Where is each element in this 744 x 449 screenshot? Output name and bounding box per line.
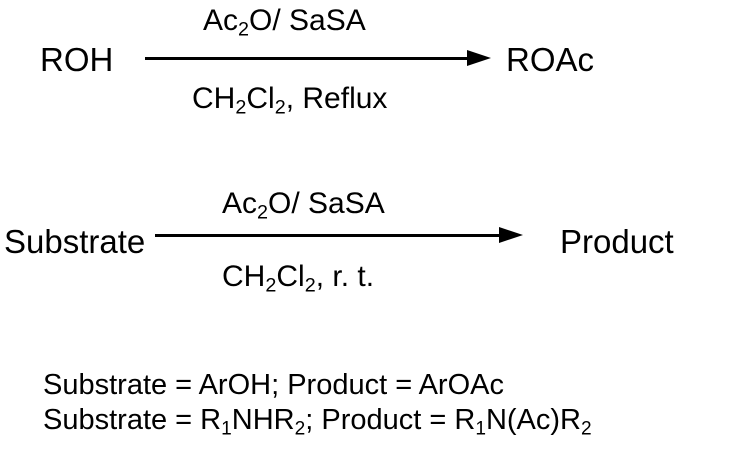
note-line-amine: Substrate = R1NHR2; Product = R1N(Ac)R2 bbox=[43, 404, 592, 440]
scheme1-product: ROAc bbox=[506, 41, 595, 78]
scheme2-conditions: CH2Cl2, r. t. bbox=[222, 260, 375, 297]
scheme1-reaction-arrow bbox=[145, 50, 491, 66]
scheme1-reactant: ROH bbox=[40, 41, 114, 78]
scheme1-conditions: CH2Cl2, Reflux bbox=[192, 82, 388, 119]
scheme1-reagent: Ac2O/ SaSA bbox=[203, 4, 366, 41]
scheme2-reaction-arrow bbox=[155, 227, 523, 243]
scheme2-product: Product bbox=[560, 223, 674, 260]
scheme2-reactant: Substrate bbox=[4, 223, 146, 260]
note-line-phenol: Substrate = ArOH; Product = ArOAc bbox=[43, 369, 504, 401]
scheme2-reagent: Ac2O/ SaSA bbox=[222, 187, 385, 224]
